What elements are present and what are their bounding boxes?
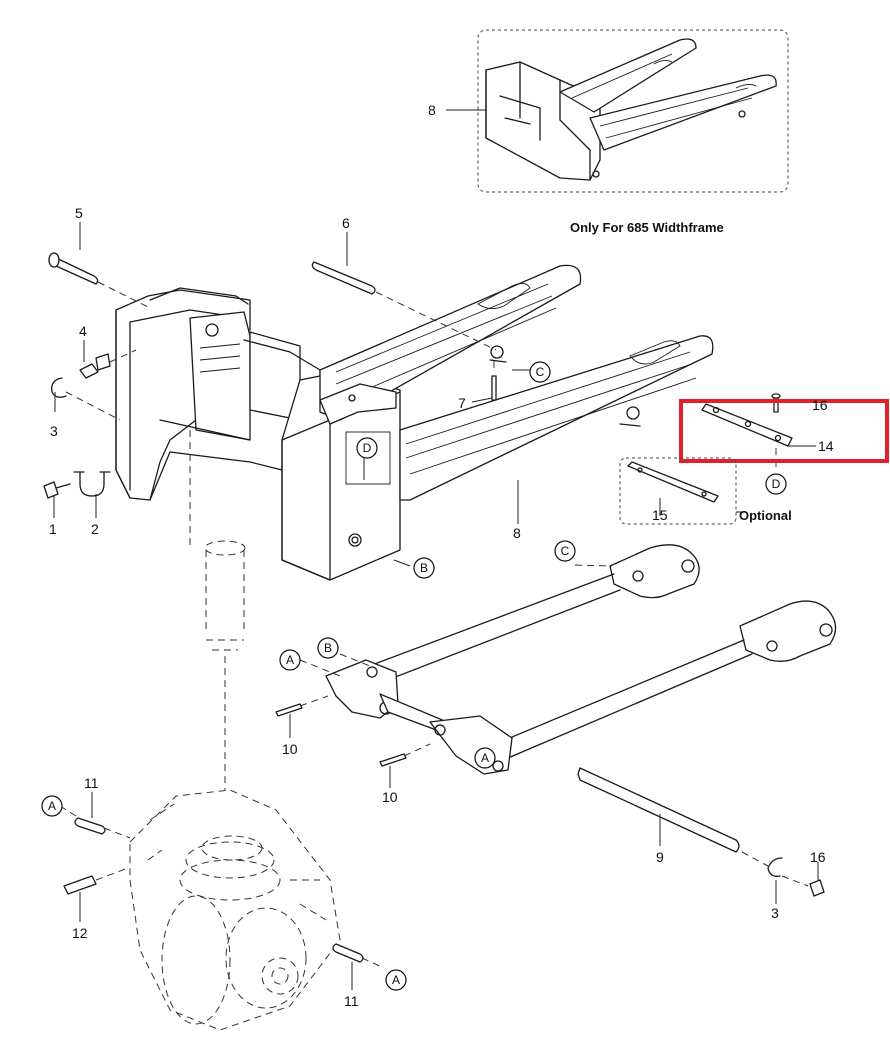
cylinder: [189, 430, 246, 790]
ref-c-2: C: [554, 540, 576, 562]
callout-10a: 10: [282, 741, 298, 757]
snap-ring-3: [51, 377, 121, 421]
svg-text:D: D: [363, 441, 372, 455]
callout-9: 9: [656, 849, 664, 865]
svg-text:C: C: [536, 365, 545, 379]
svg-text:A: A: [286, 653, 294, 667]
pin-5: [48, 252, 151, 309]
callout-11b: 11: [344, 993, 359, 1009]
callout-12: 12: [72, 925, 88, 941]
bolt-4: [79, 349, 137, 379]
callout-numbers: 1 2 3 4 5 6 7 8 8 9 10 10 11 11 12 14 15…: [49, 102, 834, 1009]
ref-c-1: C: [529, 361, 551, 383]
ref-a-1: A: [279, 649, 301, 671]
callout-8-main: 8: [513, 525, 521, 541]
pin-6: [311, 261, 497, 351]
callout-3b: 3: [771, 905, 779, 921]
callout-10b: 10: [382, 789, 398, 805]
callout-14: 14: [818, 438, 834, 454]
svg-text:A: A: [392, 973, 400, 987]
pin-7: [491, 360, 497, 401]
ref-d-2: D: [765, 473, 787, 495]
reference-markers: A A A A B B C C D D: [41, 361, 787, 991]
clamp-2: [73, 471, 111, 497]
svg-text:A: A: [481, 751, 489, 765]
wheel-assembly: [59, 789, 385, 1031]
callout-3a: 3: [50, 423, 58, 439]
optional-caption: Optional: [739, 508, 792, 523]
callout-16-highlight: 16: [812, 397, 828, 413]
svg-text:A: A: [48, 799, 56, 813]
bolt-1: [43, 481, 71, 499]
snap-ring-3b: [767, 857, 809, 887]
callout-16: 16: [810, 849, 826, 865]
callout-5: 5: [75, 205, 83, 221]
leader-lines: [53, 222, 819, 990]
callout-4: 4: [79, 323, 87, 339]
ref-a-4: A: [385, 969, 407, 991]
callout-2: 2: [91, 521, 99, 537]
svg-text:D: D: [772, 477, 781, 491]
callout-8-inset: 8: [428, 102, 436, 118]
callout-6: 6: [342, 215, 350, 231]
svg-text:C: C: [561, 544, 570, 558]
main-frame: [115, 264, 714, 581]
linkage-assembly: [275, 544, 837, 775]
plate-15-optional: [619, 457, 742, 525]
callout-15: 15: [652, 507, 668, 523]
svg-text:B: B: [324, 641, 332, 655]
ref-a-3: A: [41, 795, 63, 817]
ref-a-2: A: [474, 747, 496, 769]
ref-b-2: B: [317, 637, 339, 659]
ref-b-1: B: [413, 557, 435, 579]
callout-7: 7: [458, 395, 466, 411]
inset-frame-685: [446, 29, 789, 193]
ref-d-1: D: [356, 437, 378, 459]
grease-fitting-16: [809, 879, 825, 897]
highlight-box: [679, 399, 889, 463]
inset-caption: Only For 685 Widthframe: [570, 220, 724, 235]
callout-11a: 11: [84, 775, 99, 791]
rod-9: [577, 767, 769, 867]
callout-1: 1: [49, 521, 57, 537]
svg-text:B: B: [420, 561, 428, 575]
